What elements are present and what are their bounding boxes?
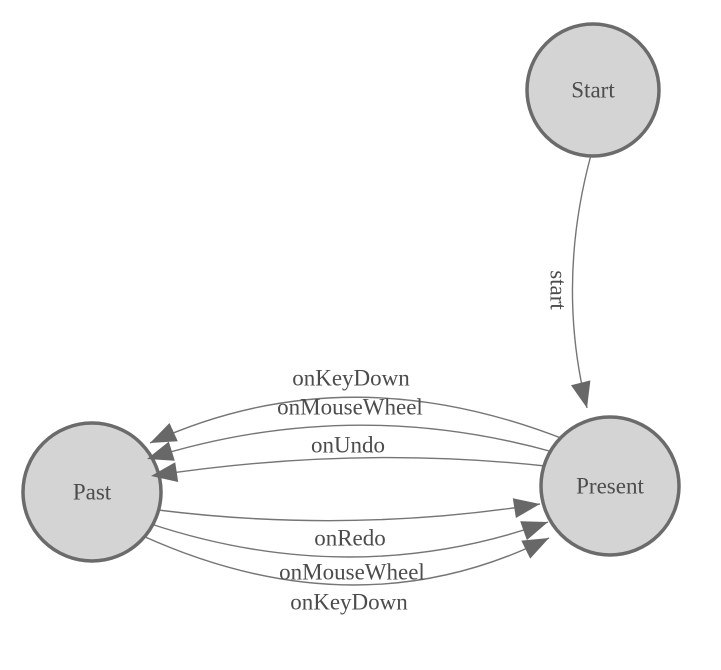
edge-past-to-present-onkeydown[interactable] bbox=[142, 535, 550, 586]
state-label-present: Present bbox=[576, 474, 644, 499]
state-label-past: Past bbox=[73, 480, 112, 505]
arrowhead-start-to-present-icon bbox=[571, 380, 591, 408]
edge-label-onkeydown-top: onKeyDown bbox=[292, 366, 410, 391]
edge-present-to-past-onkeydown[interactable] bbox=[149, 396, 567, 444]
edge-present-to-past-onmousewheel[interactable] bbox=[146, 424, 554, 460]
edge-label-onredo: onRedo bbox=[314, 526, 386, 551]
arrowhead-onmousewheel-to-present-icon bbox=[520, 521, 548, 541]
arrowhead-onredo-to-present-icon bbox=[512, 498, 540, 518]
edge-label-onundo: onUndo bbox=[311, 433, 385, 458]
arrowhead-onmousewheel-to-past-icon bbox=[147, 441, 175, 461]
arrowhead-onkeydown-to-past-icon bbox=[150, 423, 178, 443]
state-label-start: Start bbox=[571, 78, 615, 103]
edge-past-to-present-onredo[interactable] bbox=[157, 503, 541, 522]
edge-present-to-past-onundo[interactable] bbox=[150, 456, 546, 477]
arrowhead-onkeydown-to-present-icon bbox=[521, 538, 549, 559]
edge-label-onmousewheel-top: onMouseWheel bbox=[277, 395, 423, 420]
edge-past-to-present-onmousewheel[interactable] bbox=[150, 521, 549, 558]
edge-start-to-present[interactable] bbox=[571, 154, 592, 409]
state-circle-start[interactable] bbox=[525, 22, 661, 158]
edge-label-onkeydown-bottom: onKeyDown bbox=[290, 590, 408, 615]
state-circle-past[interactable] bbox=[21, 421, 163, 563]
arrowhead-onundo-to-past-icon bbox=[151, 462, 179, 482]
edge-label-onmousewheel-bottom: onMouseWheel bbox=[279, 560, 425, 585]
state-circle-present[interactable] bbox=[539, 415, 681, 557]
edge-label-start: start bbox=[546, 270, 571, 310]
